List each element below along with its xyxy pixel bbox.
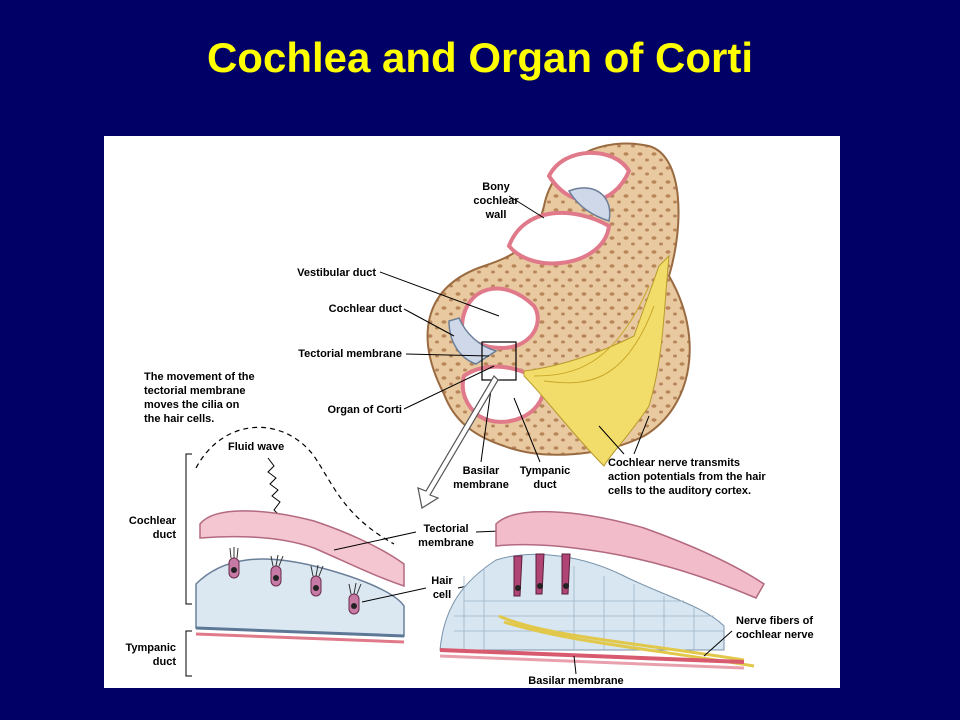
cochlear-nerve-bundle [523, 254, 670, 467]
hair-cells-detail [513, 553, 571, 597]
svg-text:tectorial membrane: tectorial membrane [144, 385, 245, 397]
svg-text:membrane: membrane [453, 479, 509, 491]
svg-text:Tympanic: Tympanic [520, 465, 571, 477]
svg-text:The movement of the: The movement of the [144, 371, 255, 383]
label-tectorial-membrane-top: Tectorial membrane [298, 348, 402, 360]
svg-text:Tympanic: Tympanic [125, 642, 176, 654]
slide-title: Cochlea and Organ of Corti [206, 34, 754, 81]
label-basilar-membrane-mid: Basilar membrane [453, 381, 509, 491]
cochlear-duct-chamber [448, 317, 498, 365]
label-nerve-fibers: Nerve fibers of cochlear nerve [703, 615, 814, 657]
svg-text:moves the cilia on: moves the cilia on [144, 399, 240, 411]
cochlear-duct-schematic [195, 558, 405, 637]
label-movement-note: The movement of the tectorial membrane m… [144, 371, 255, 425]
svg-text:membrane: membrane [418, 537, 474, 549]
label-vestibular-duct: Vestibular duct [297, 267, 376, 279]
label-cochlear-duct: Cochlear duct [329, 303, 403, 315]
svg-text:action potentials from the hai: action potentials from the hair [608, 471, 766, 483]
svg-text:duct: duct [153, 529, 177, 541]
svg-text:cochlear: cochlear [473, 195, 519, 207]
svg-text:duct: duct [153, 656, 177, 668]
label-basilar-membrane-bottom: Basilar membrane [528, 675, 623, 687]
label-cochlear-duct-left: Cochlear duct [129, 515, 177, 541]
svg-text:Bony: Bony [482, 181, 510, 193]
svg-text:the hair cells.: the hair cells. [144, 413, 214, 425]
svg-text:Basilar: Basilar [463, 465, 500, 477]
label-tympanic-duct-left: Tympanic duct [125, 642, 176, 668]
svg-text:Cochlear nerve transmits: Cochlear nerve transmits [608, 457, 740, 469]
label-bony-cochlear-wall: Bony cochlear wall [473, 181, 545, 221]
label-tympanic-duct-mid: Tympanic duct [513, 397, 571, 491]
cochlea-diagram: Bony cochlear wall Vestibular duct Cochl… [125, 142, 814, 687]
bracket-tympanic-duct [185, 630, 192, 677]
zoom-arrow [417, 375, 499, 509]
label-fluid-wave: Fluid wave [228, 441, 284, 453]
svg-text:cochlear nerve: cochlear nerve [736, 629, 814, 641]
organ-of-corti-box [481, 341, 517, 381]
label-organ-of-corti: Organ of Corti [327, 404, 402, 416]
fluid-wave-schematic: Fluid wave [125, 426, 405, 677]
upper-cochlear-duct [567, 187, 611, 222]
tectorial-membrane-schematic [199, 510, 405, 588]
organ-of-corti-detail [439, 510, 765, 670]
svg-text:duct: duct [533, 479, 557, 491]
svg-text:cell: cell [433, 589, 451, 601]
cochlea-cross-section [426, 142, 691, 467]
svg-text:cells to the auditory cortex.: cells to the auditory cortex. [608, 485, 751, 497]
bracket-cochlear-duct [185, 453, 192, 605]
svg-text:Nerve fibers of: Nerve fibers of [736, 615, 813, 627]
hair-cells-schematic [228, 547, 362, 615]
diagram-panel: Bony cochlear wall Vestibular duct Cochl… [104, 136, 840, 688]
basilar-membrane-detail [439, 648, 745, 664]
svg-text:Cochlear: Cochlear [129, 515, 177, 527]
support-cells [439, 553, 725, 651]
tectorial-membrane-detail [495, 510, 765, 599]
svg-text:wall: wall [485, 209, 507, 221]
svg-text:Hair: Hair [431, 575, 453, 587]
upper-scala-lower [506, 210, 612, 266]
svg-text:Tectorial: Tectorial [423, 523, 468, 535]
label-cochlear-nerve-note: Cochlear nerve transmits action potentia… [598, 415, 766, 497]
